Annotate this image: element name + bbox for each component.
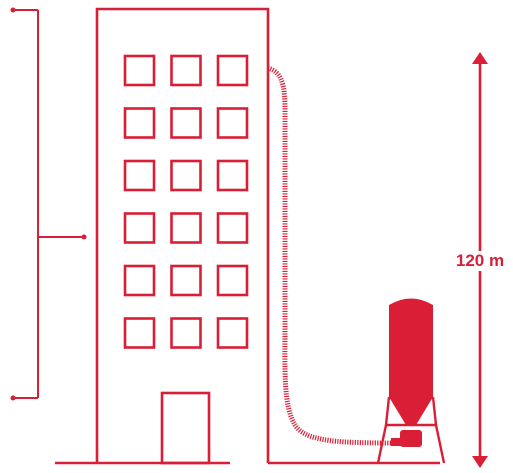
arrow-up-icon bbox=[472, 52, 488, 64]
window bbox=[170, 54, 202, 87]
window bbox=[123, 159, 156, 192]
silo-pump-outlet bbox=[391, 438, 401, 446]
window bbox=[170, 159, 202, 192]
window bbox=[216, 107, 249, 139]
window bbox=[216, 212, 249, 244]
bracket-bottom-dot bbox=[10, 395, 16, 401]
building-door bbox=[160, 391, 211, 465]
building-outline bbox=[95, 7, 270, 463]
window bbox=[170, 212, 202, 244]
building bbox=[95, 7, 270, 465]
floor-span-bracket bbox=[13, 9, 84, 399]
silo-pump bbox=[400, 430, 422, 447]
arrow-down-icon bbox=[472, 456, 488, 468]
window bbox=[216, 159, 249, 192]
silo-legs bbox=[376, 396, 446, 464]
window bbox=[216, 264, 249, 297]
height-label: 120 m bbox=[452, 251, 508, 271]
window bbox=[123, 107, 156, 139]
window bbox=[170, 317, 202, 349]
window bbox=[123, 317, 156, 349]
window bbox=[170, 264, 202, 297]
bracket-top-dot bbox=[10, 7, 16, 13]
coiled-hose-icon bbox=[267, 65, 392, 446]
window bbox=[123, 212, 156, 244]
bracket-mid-dot bbox=[81, 234, 87, 240]
window bbox=[216, 317, 249, 349]
window bbox=[123, 264, 156, 297]
silo-icon bbox=[376, 298, 446, 464]
window bbox=[123, 54, 156, 87]
building-windows bbox=[123, 54, 249, 349]
window bbox=[216, 54, 249, 87]
silo-body bbox=[389, 298, 433, 425]
window bbox=[170, 107, 202, 139]
